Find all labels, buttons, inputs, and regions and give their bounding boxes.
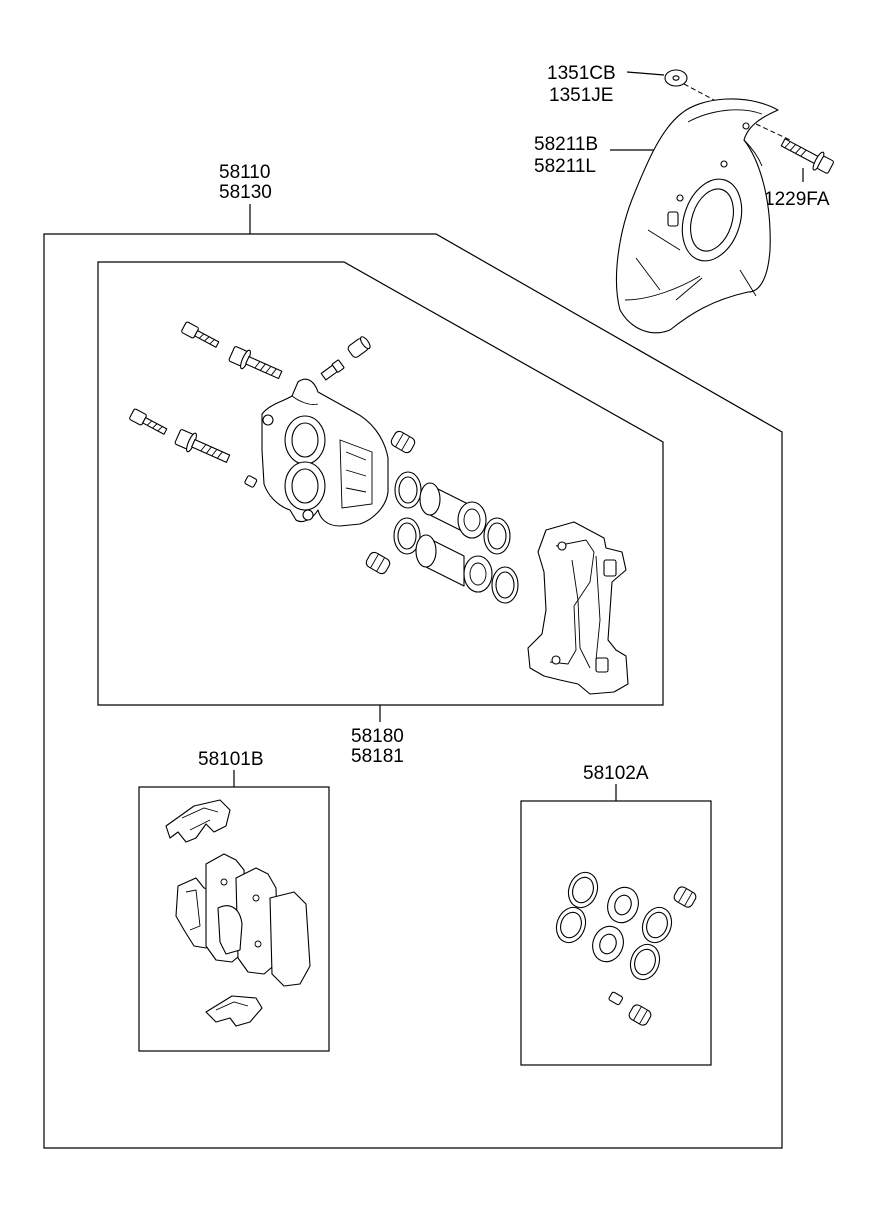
caliper-body-label-1: 58180	[351, 726, 404, 747]
caliper-assy-frame	[43, 233, 783, 1149]
pad-kit-label: 58101B	[198, 749, 264, 770]
guide-bolt-icon	[129, 408, 168, 435]
piston-icon	[415, 534, 493, 593]
pin-icon	[608, 991, 624, 1006]
dust-boot-icon	[673, 886, 697, 908]
piston-seal-icon	[641, 906, 673, 944]
dust-cover-label-1: 58211B	[534, 134, 598, 155]
washer-icon	[664, 69, 688, 87]
washer-label-2: 1351JE	[549, 85, 613, 106]
pad-spring-clip-icon	[165, 799, 231, 843]
bleeder-cap-icon	[347, 336, 371, 358]
dust-cover-label-2: 58211L	[534, 156, 596, 177]
piston-seal-icon	[629, 943, 661, 981]
pin-icon	[244, 475, 258, 488]
brake-pad-icon	[269, 891, 311, 987]
piston-seal-icon	[394, 471, 422, 509]
caliper-housing-icon	[261, 378, 389, 527]
mounting-bolt-icon	[228, 346, 283, 380]
piston-seal-icon	[567, 871, 599, 909]
caliper-bracket-icon	[527, 521, 629, 695]
washer-label-1: 1351CB	[547, 63, 616, 84]
flange-bolt-icon	[780, 138, 834, 174]
piston-boot-icon	[592, 925, 624, 963]
caliper-assy-label-2: 58130	[219, 182, 272, 203]
pad-shim-icon	[217, 905, 243, 955]
guide-bolt-icon	[181, 321, 220, 348]
piston-seal-icon	[393, 517, 421, 555]
piston-seal-icon	[483, 517, 511, 555]
dust-boot-icon	[628, 1004, 652, 1026]
piston-seal-icon	[555, 906, 587, 944]
caliper-body-frame	[97, 261, 664, 706]
piston-boot-icon	[607, 886, 639, 924]
caliper-assy-label-1: 58110	[219, 162, 270, 183]
bolt-label: 1229FA	[764, 189, 830, 210]
piston-seal-icon	[491, 566, 519, 604]
bleeder-screw-icon	[320, 359, 345, 381]
seal-kit-label: 58102A	[583, 763, 649, 784]
dust-boot-icon	[365, 551, 391, 575]
pad-retainer-clip-icon	[205, 995, 263, 1027]
dust-cover-icon	[616, 98, 779, 334]
caliper-body-label-2: 58181	[351, 746, 404, 767]
piston-icon	[419, 482, 487, 539]
mounting-bolt-icon	[174, 429, 231, 463]
dust-boot-icon	[390, 430, 416, 454]
